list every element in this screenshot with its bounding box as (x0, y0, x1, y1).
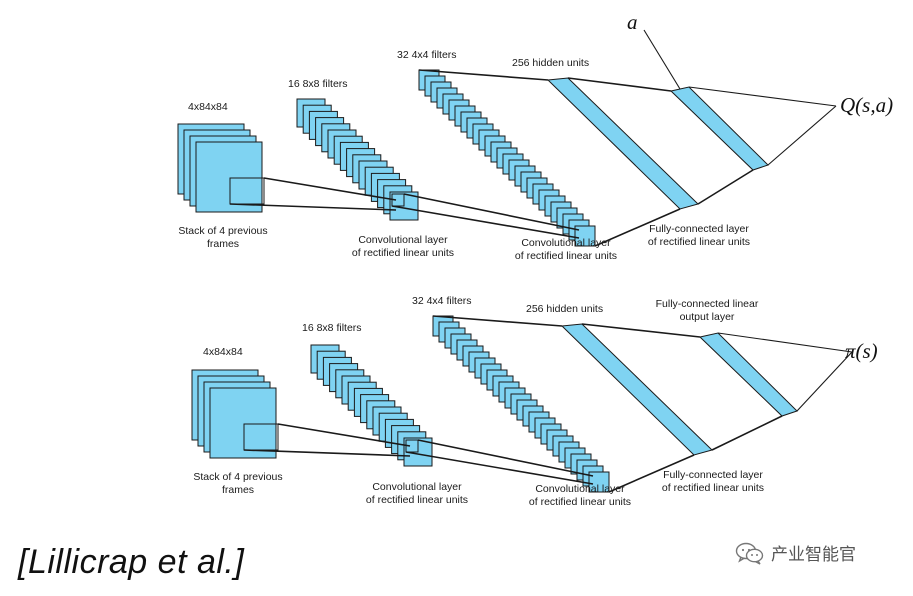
pi-output-label: π(s) (845, 339, 878, 363)
projection-line (403, 193, 580, 231)
hidden-units-label-2: 256 hidden units (526, 303, 604, 315)
projection-line (405, 451, 594, 485)
fc-caption-2: Fully-connected layer of rectified linea… (661, 469, 765, 494)
output-fc-bar (669, 86, 769, 171)
projection-line (263, 177, 397, 201)
conv2-feature-map (574, 225, 596, 247)
conv2-caption-2: Convolutional layer of rectified linear … (528, 483, 632, 508)
projection-line (229, 203, 397, 211)
input-size-label-2: 4x84x84 (203, 346, 243, 358)
conv1-receptive-field (405, 439, 419, 453)
input-caption: Stack of 4 previous frames (178, 225, 268, 250)
connection-line (594, 208, 681, 247)
connection-line (697, 169, 754, 205)
conv1-filters-label-2: 16 8x8 filters (302, 322, 362, 334)
projection-line (417, 439, 594, 477)
action-label: a (627, 10, 638, 34)
connection-line (567, 77, 672, 92)
output-fc-bar (698, 332, 798, 417)
action-input-line (643, 29, 681, 90)
watermark-text: 产业智能官 (771, 545, 856, 565)
conv2-filters-label-2: 32 4x4 filters (412, 295, 472, 307)
connection-line (432, 315, 563, 327)
projection-line (243, 449, 411, 457)
hidden-layer-bar (560, 323, 713, 456)
conv2-caption: Convolutional layer of rectified linear … (514, 237, 618, 262)
hidden-layer-bar (546, 77, 699, 210)
conv2-filters-label: 32 4x4 filters (397, 49, 457, 61)
output-line (796, 351, 853, 412)
input-caption-2: Stack of 4 previous frames (193, 471, 283, 496)
conv1-receptive-field (391, 193, 405, 207)
projection-line (277, 423, 411, 447)
connection-line (418, 69, 549, 81)
fc-linear-caption: Fully-connected linear output layer (655, 298, 759, 323)
citation: [Lillicrap et al.] (18, 543, 245, 581)
connection-line (581, 323, 701, 338)
hidden-units-label: 256 hidden units (512, 57, 590, 69)
input-frame (195, 141, 263, 213)
connection-line (711, 415, 783, 451)
conv1-filters-label: 16 8x8 filters (288, 78, 348, 90)
input-size-label: 4x84x84 (188, 101, 228, 113)
input-frame (209, 387, 277, 459)
output-line (717, 332, 853, 353)
conv2-feature-map (588, 471, 610, 493)
q-output-label: Q(s,a) (840, 93, 894, 117)
conv1-caption-2: Convolutional layer of rectified linear … (365, 481, 469, 506)
watermark: 产业智能官 (735, 540, 856, 565)
output-line (688, 86, 837, 107)
fc-caption: Fully-connected layer of rectified linea… (647, 223, 751, 248)
projection-line (391, 205, 580, 239)
conv1-caption: Convolutional layer of rectified linear … (351, 234, 455, 259)
output-line (767, 105, 837, 166)
wechat-icon (735, 542, 764, 565)
connection-line (608, 454, 695, 493)
